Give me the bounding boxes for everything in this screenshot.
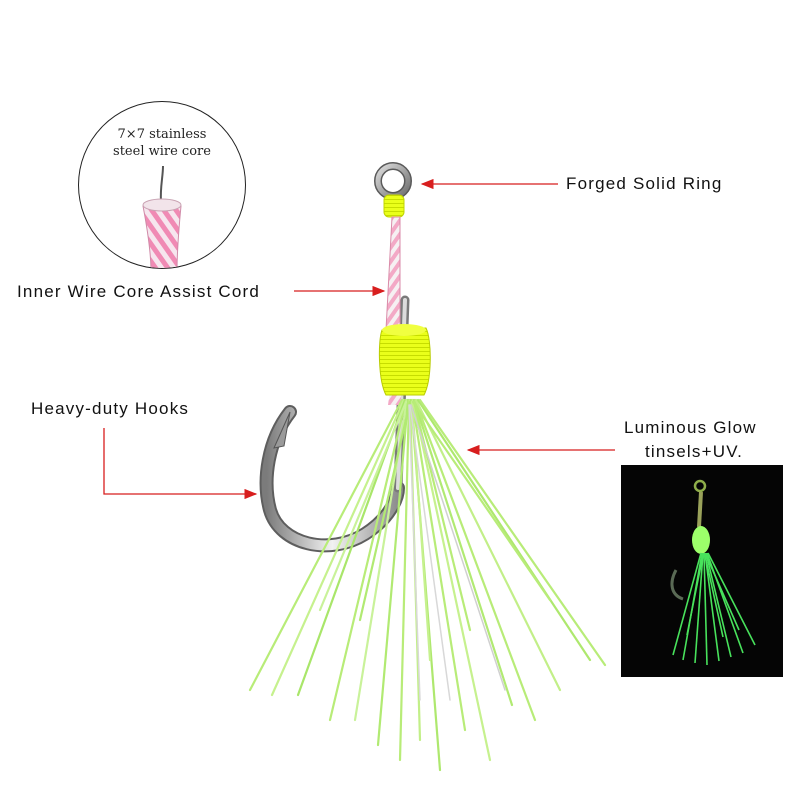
hooks-label: Heavy-duty Hooks xyxy=(31,399,190,418)
wire-core-inset: 7×7 stainless steel wire core xyxy=(78,101,246,269)
inset-text-line-2: steel wire core xyxy=(113,144,211,159)
glow-label-line-1: Luminous Glow xyxy=(624,418,757,437)
callout-arrows xyxy=(103,178,615,500)
glow-label-line-2: tinsels+UV. xyxy=(645,442,744,461)
wire-core-detail xyxy=(142,165,182,268)
hooks-arrow xyxy=(103,428,258,500)
inset-text-line-1: 7×7 stainless xyxy=(117,127,207,142)
cord-label: Inner Wire Core Assist Cord xyxy=(17,282,261,301)
forged-solid-ring xyxy=(374,162,412,200)
ring-label: Forged Solid Ring xyxy=(566,174,723,193)
glow-hook-image xyxy=(670,479,756,666)
thread-binding xyxy=(378,324,431,396)
tinsel-skirt xyxy=(248,398,607,772)
glow-in-dark-photo xyxy=(621,465,783,677)
